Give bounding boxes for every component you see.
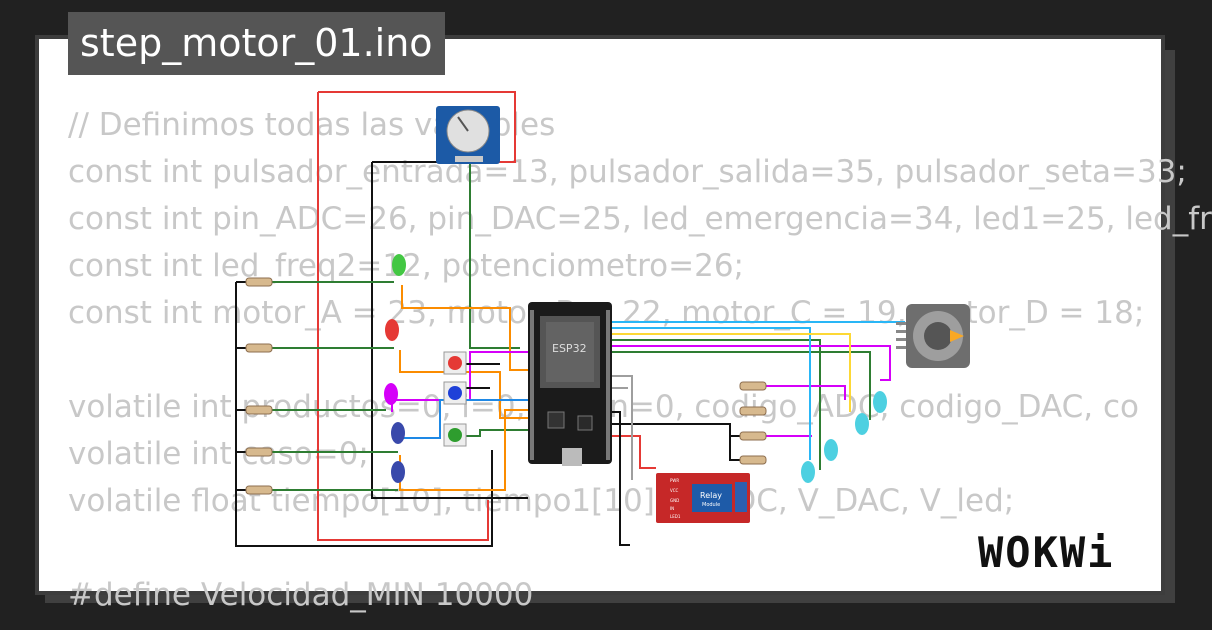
wire-grey — [612, 375, 633, 480]
relay-label: Relay — [700, 491, 722, 500]
wire-green — [612, 339, 871, 470]
resistor — [739, 431, 767, 441]
resistor — [739, 455, 767, 465]
wire-black — [612, 411, 630, 546]
led-blue — [391, 461, 405, 483]
code-line: const int pulsador_entrada=13, pulsador_… — [68, 154, 1187, 190]
resistor — [245, 485, 273, 495]
resistor — [245, 343, 273, 353]
esp32-board: ESP32 — [528, 302, 612, 466]
wire-black — [236, 281, 248, 491]
project-title: step_motor_01.ino — [68, 12, 445, 75]
wire-magenta — [766, 385, 846, 437]
leds — [384, 254, 887, 483]
relay-pin-label: IN — [670, 506, 674, 511]
resistor — [245, 405, 273, 415]
resistor — [245, 447, 273, 457]
wokwi-logo: WOKWi — [978, 528, 1115, 577]
wire-black — [235, 282, 493, 547]
relay-pin-label: LED1 — [670, 514, 681, 519]
card-shadow-right — [1165, 50, 1175, 600]
stepper-motor — [896, 304, 970, 368]
relay-pin-label: PWR — [670, 478, 679, 483]
wire-yellow — [612, 333, 851, 412]
led-magenta — [384, 383, 398, 405]
wire-black — [464, 363, 500, 389]
resistor — [245, 277, 273, 287]
resistor — [739, 381, 767, 391]
wire-green — [469, 162, 520, 349]
card-shadow-bottom — [45, 595, 1175, 603]
button-red — [448, 356, 462, 370]
led-cyan — [873, 391, 887, 413]
resistors — [245, 277, 767, 495]
wire-black — [612, 423, 740, 461]
button-green — [448, 428, 462, 442]
wire-red — [317, 92, 489, 541]
relay-pin-label: VCC — [670, 488, 679, 493]
esp32-label: ESP32 — [552, 342, 587, 355]
led-cyan — [855, 413, 869, 435]
code-line: volatile float tiempo[10], tiempo1[10], … — [68, 483, 1015, 519]
wire-blue — [400, 399, 528, 439]
wire-green — [272, 409, 398, 491]
led-cyan — [801, 461, 815, 483]
wire-red — [612, 435, 656, 469]
wire-green — [464, 429, 528, 437]
led-green — [392, 254, 406, 276]
push-buttons — [443, 351, 467, 447]
relay-sublabel: Module — [702, 502, 720, 508]
relay-module: Relay Module PWR VCC GND IN LED1 — [656, 473, 750, 523]
potentiometer — [436, 106, 500, 164]
code-line: const int pin_ADC=26, pin_DAC=25, led_em… — [68, 201, 1212, 237]
wire-orange — [399, 350, 528, 419]
wire-orange — [401, 285, 528, 371]
code-line: #define Velocidad_MIN 10000 — [68, 577, 534, 613]
wire-black — [371, 162, 528, 499]
wire-magenta — [612, 345, 891, 381]
led-red — [385, 319, 399, 341]
relay-pin-label: GND — [670, 498, 679, 503]
wire-cyan — [612, 321, 905, 460]
led-blue — [391, 422, 405, 444]
button-blue — [448, 386, 462, 400]
led-cyan — [824, 439, 838, 461]
resistor — [739, 406, 767, 416]
wire-orange — [399, 409, 528, 491]
